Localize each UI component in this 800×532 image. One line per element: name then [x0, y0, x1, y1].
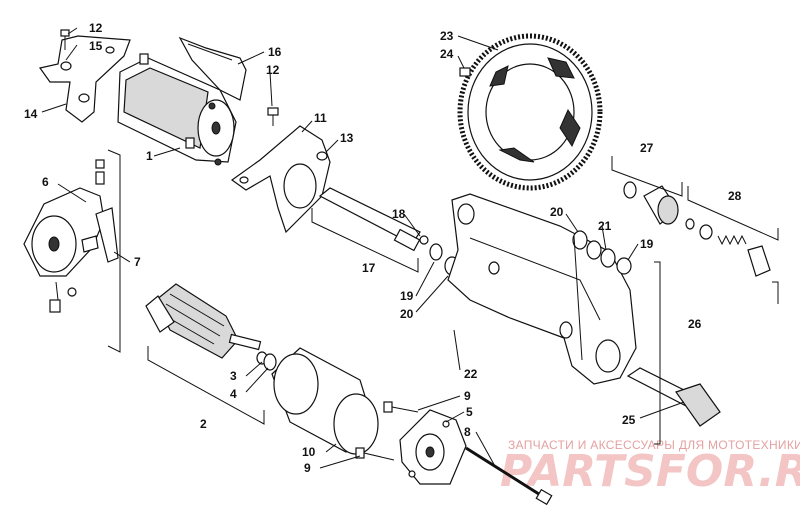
clip-part: [419, 235, 429, 245]
callout-18: 18: [392, 207, 406, 221]
group-bracket-28: [687, 186, 779, 241]
callout-9: 9: [304, 461, 311, 475]
group-bracket-6: [107, 149, 121, 353]
leader-lines: [41, 27, 685, 469]
callout-11: 11: [314, 111, 327, 125]
callout-7: 7: [134, 255, 141, 269]
washer-part: [616, 257, 632, 275]
callout-5: 5: [466, 405, 473, 419]
long-bolt-part: [465, 446, 553, 506]
callout-labels: 12 15 14 16 12 1 11 13 23 24 6 7 18 17 1…: [24, 21, 742, 475]
callout-13: 13: [340, 131, 354, 145]
washer-part: [263, 353, 277, 371]
washer-part: [429, 243, 443, 261]
callout-4: 4: [230, 387, 237, 401]
washer-part: [600, 248, 616, 268]
callout-10: 10: [302, 445, 316, 459]
callout-28: 28: [728, 189, 742, 203]
group-bracket-11: [311, 208, 419, 273]
mounting-bracket-part: [38, 35, 131, 123]
callout-22: 22: [464, 367, 478, 381]
callout-27: 27: [640, 141, 654, 155]
ring-gear-bolt-part: [459, 67, 471, 77]
callout-23: 23: [440, 29, 454, 43]
motor-housing-part: [271, 347, 379, 455]
watermark-brand: PARTSFOR.RU: [500, 446, 800, 497]
callout-12: 12: [266, 63, 280, 77]
heat-shield-part: [178, 36, 247, 101]
callout-6: 6: [42, 175, 49, 189]
drive-shaft-part: [318, 187, 421, 252]
pinion-shaft-part: [626, 367, 721, 427]
screw-part: [267, 107, 279, 126]
callout-1: 1: [146, 149, 153, 163]
washer-part: [572, 230, 588, 250]
group-bracket-26: [654, 261, 661, 445]
callout-14: 14: [24, 107, 38, 121]
callout-25: 25: [622, 413, 636, 427]
end-cover-part: [399, 409, 467, 485]
spring-part: [699, 224, 771, 277]
callout-26: 26: [688, 317, 702, 331]
starter-motor-part: [117, 53, 237, 166]
callout-24: 24: [440, 47, 454, 61]
callout-19: 19: [400, 289, 414, 303]
washer-part: [586, 240, 602, 260]
group-bracket-27: [611, 156, 683, 197]
group-bracket-26: [772, 281, 779, 304]
brush-holder-part: [23, 159, 119, 277]
callout-15: 15: [89, 39, 103, 53]
callout-17: 17: [362, 261, 376, 275]
callout-3: 3: [230, 369, 237, 383]
watermark-tagline: ЗАПЧАСТИ И АКСЕССУАРЫ ДЛЯ МОТОТЕХНИКИ: [508, 438, 800, 452]
armature-part: [145, 283, 262, 359]
callout-12: 12: [89, 21, 103, 35]
callout-16: 16: [268, 45, 282, 59]
callout-20: 20: [400, 307, 414, 321]
callout-2: 2: [200, 417, 207, 431]
motor-bracket-part: [230, 125, 331, 234]
through-bolt-part: [383, 401, 419, 413]
callout-19: 19: [640, 237, 654, 251]
ring-gear-part: [457, 33, 603, 191]
callout-9: 9: [464, 389, 471, 403]
through-bolt-part: [355, 447, 395, 461]
pinion-gear-part: [623, 181, 695, 230]
brush-lead-part: [49, 281, 77, 313]
callout-20: 20: [550, 205, 564, 219]
group-bracket-2: [147, 346, 265, 425]
callout-8: 8: [464, 425, 471, 439]
callout-21: 21: [598, 219, 612, 233]
